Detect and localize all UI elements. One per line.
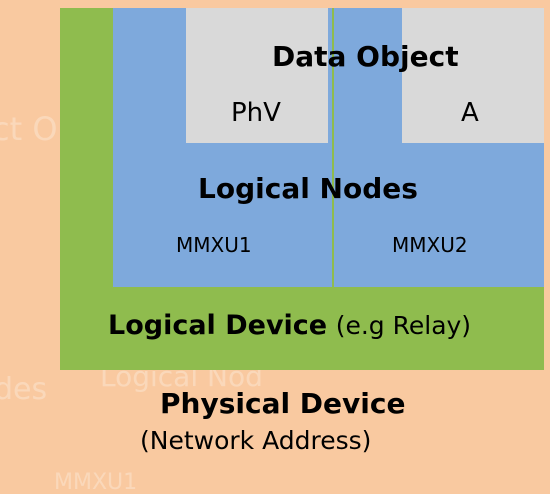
ghost-text-mmxu: MMXU1 xyxy=(54,470,138,495)
physical-device-title: Physical Device xyxy=(160,387,406,420)
data-object-title: Data Object xyxy=(272,40,459,73)
data-object-box-2 xyxy=(402,8,544,143)
physical-device-subtitle: (Network Address) xyxy=(140,426,372,455)
data-object-a: A xyxy=(461,98,479,128)
logical-nodes-title: Logical Nodes xyxy=(198,172,418,205)
ghost-text-des: des xyxy=(0,372,48,407)
logical-device-example: (e.g Relay) xyxy=(335,311,472,340)
logical-node-mmxu1: MMXU1 xyxy=(176,233,252,257)
data-object-box-1 xyxy=(186,8,328,143)
logical-device-label: Logical Device (e.g Relay) xyxy=(108,310,471,341)
ghost-text-object: ct O xyxy=(0,110,58,148)
logical-node-mmxu2: MMXU2 xyxy=(392,233,468,257)
logical-device-title: Logical Device xyxy=(108,310,328,341)
data-object-phv: PhV xyxy=(231,98,281,128)
